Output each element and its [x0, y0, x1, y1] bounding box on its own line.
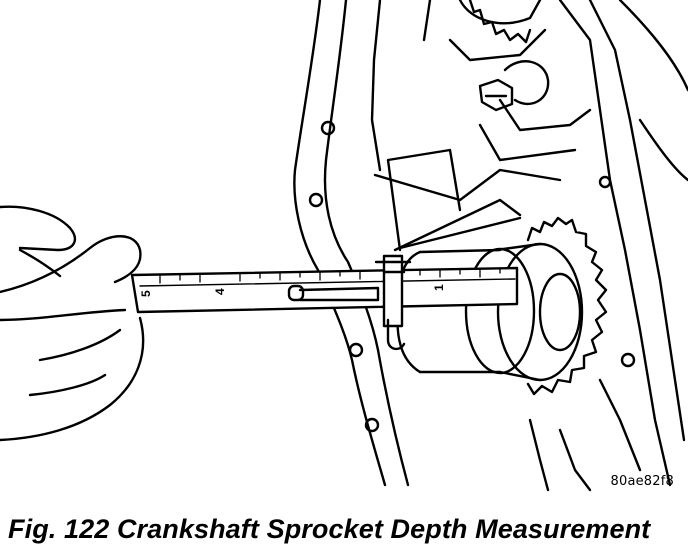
- depth-gauge-illustration: 5 4 1: [0, 0, 688, 492]
- engine-block-housing: [293, 0, 688, 492]
- depth-gauge-rule: [130, 266, 519, 314]
- hand: [0, 205, 145, 442]
- scale-label-1: 1: [432, 284, 446, 291]
- figure-caption: Fig. 122 Crankshaft Sprocket Depth Measu…: [8, 514, 651, 544]
- upper-gear: [468, 0, 532, 44]
- gauge-slider-head: [374, 254, 412, 351]
- scale-label-4: 4: [213, 288, 227, 295]
- scale-label-5: 5: [139, 290, 153, 297]
- reference-code: 80ae82f8: [610, 474, 674, 489]
- hex-bolt: [478, 78, 514, 112]
